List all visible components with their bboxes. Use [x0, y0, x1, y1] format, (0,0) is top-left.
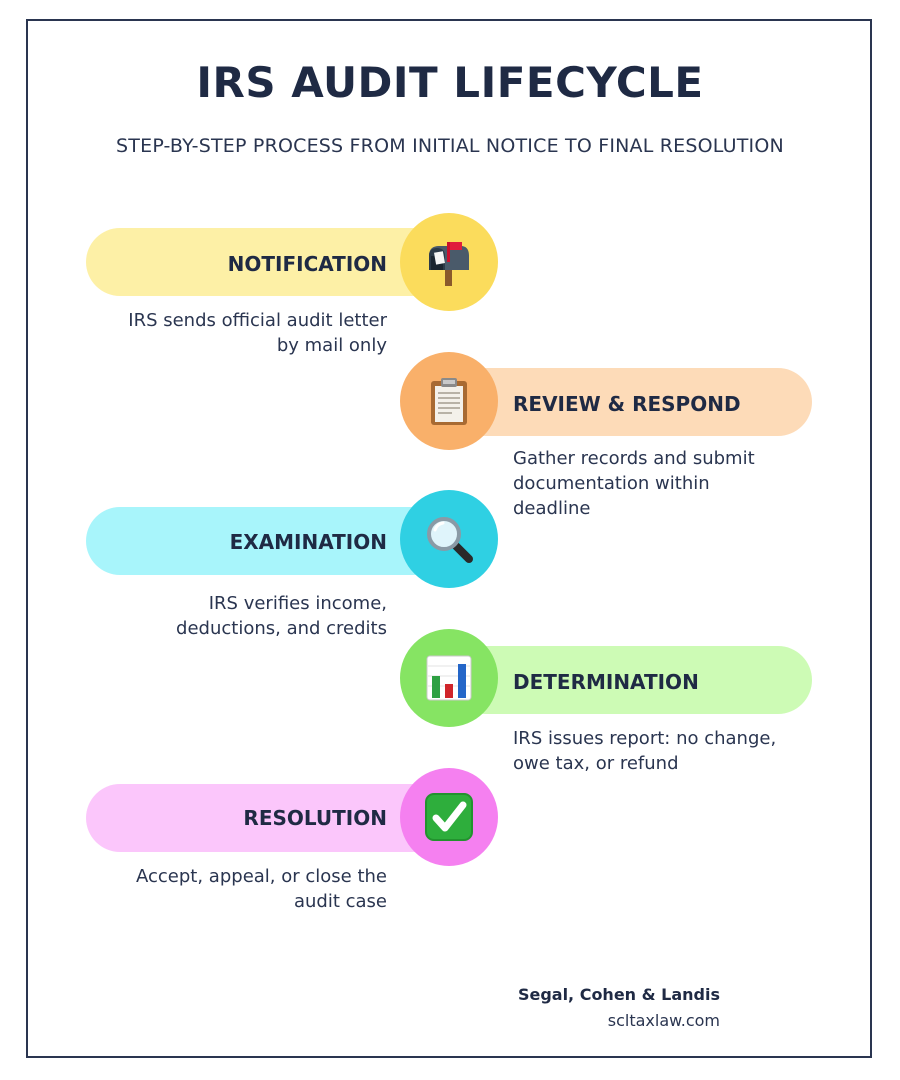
firm-name: Segal, Cohen & Landis: [517, 985, 720, 1004]
review-respond-pill: [452, 368, 812, 436]
determination-description-line: IRS issues report: no change,: [513, 728, 777, 749]
mailbox-icon: [423, 236, 475, 288]
examination-description-line: IRS verifies income,: [208, 593, 387, 614]
review-respond-description: Gather records and submit documentation …: [513, 446, 803, 521]
page-subtitle: STEP-BY-STEP PROCESS FROM INITIAL NOTICE…: [116, 135, 784, 157]
notification-label: NOTIFICATION: [227, 252, 387, 276]
determination-description: IRS issues report: no change, owe tax, o…: [513, 726, 803, 776]
review-respond-label: REVIEW & RESPOND: [513, 392, 741, 416]
review-respond-description-line: deadline: [513, 498, 591, 519]
notification-description-line: IRS sends official audit letter: [128, 310, 387, 331]
determination-pill: [452, 646, 812, 714]
resolution-label: RESOLUTION: [243, 806, 387, 830]
examination-description: IRS verifies income, deductions, and cre…: [97, 591, 387, 641]
resolution-description-line: audit case: [293, 891, 387, 912]
notification-description: IRS sends official audit letter by mail …: [97, 308, 387, 358]
notification-description-line: by mail only: [276, 335, 387, 356]
determination-label: DETERMINATION: [513, 670, 699, 694]
resolution-description-line: Accept, appeal, or close the: [136, 866, 387, 887]
page-title: IRS AUDIT LIFECYCLE: [196, 58, 704, 107]
notification-pill: [86, 228, 446, 296]
determination-description-line: owe tax, or refund: [513, 753, 679, 774]
clipboard-icon: [423, 375, 475, 427]
firm-website-link[interactable]: scltaxlaw.com: [607, 1011, 720, 1030]
magnifier-icon: [423, 513, 475, 565]
review-respond-description-line: documentation within: [513, 473, 710, 494]
bar-chart-icon: [423, 652, 475, 704]
examination-pill: [86, 507, 446, 575]
examination-label: EXAMINATION: [229, 530, 387, 554]
check-mark-icon: [423, 791, 475, 843]
review-respond-description-line: Gather records and submit: [513, 448, 755, 469]
resolution-pill: [86, 784, 446, 852]
examination-description-line: deductions, and credits: [176, 618, 387, 639]
resolution-description: Accept, appeal, or close the audit case: [97, 864, 387, 914]
